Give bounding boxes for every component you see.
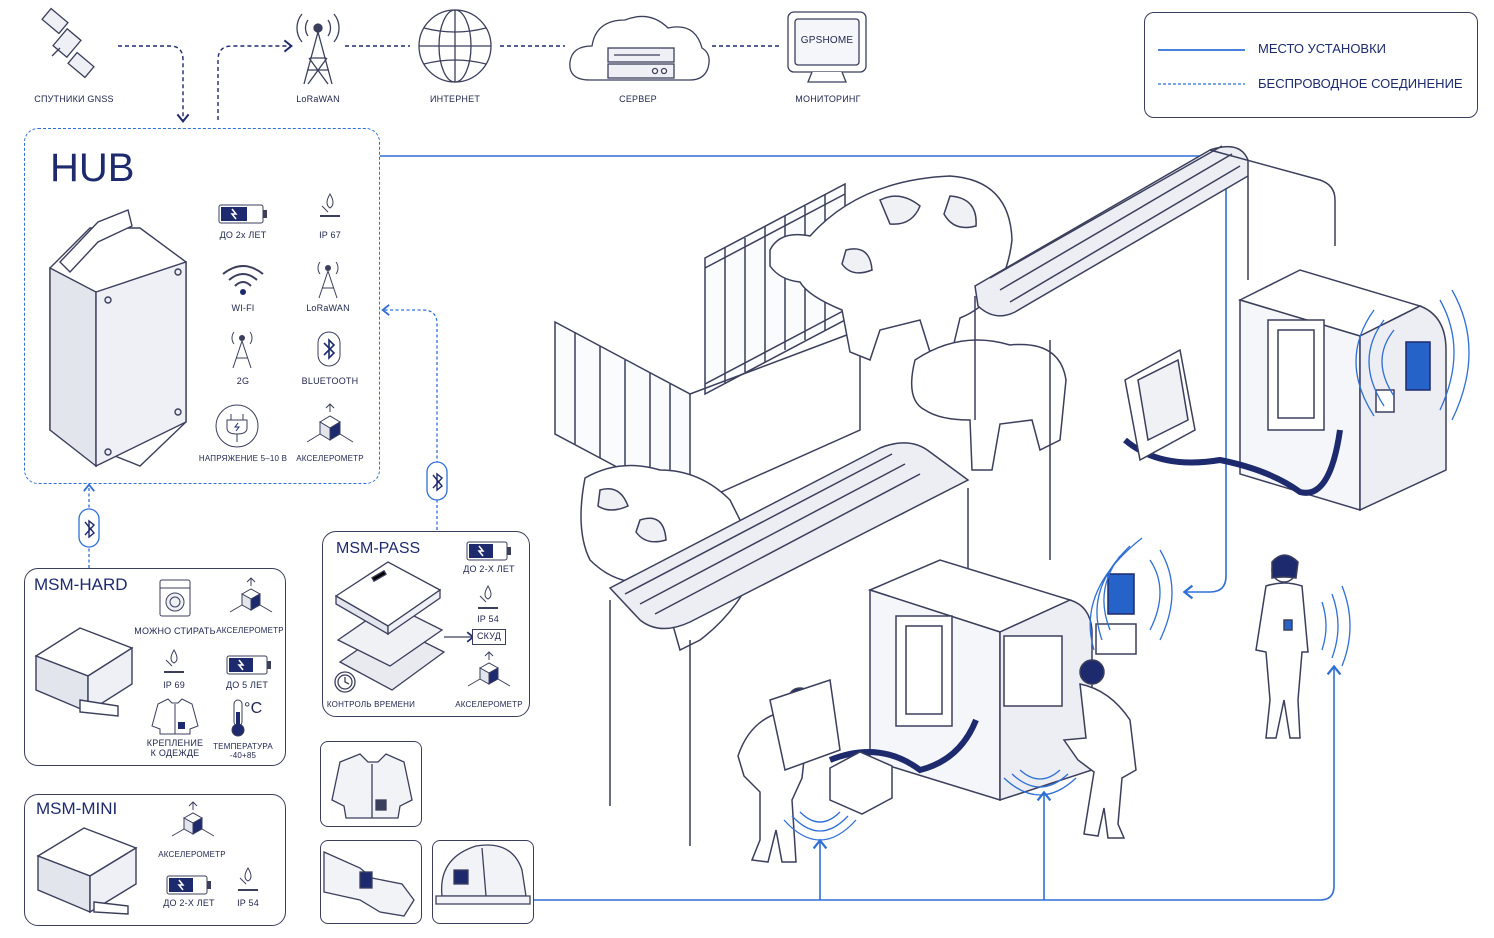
water-drop-icon bbox=[478, 585, 498, 609]
msm-pass-title: MSM-PASS bbox=[336, 540, 421, 557]
msm-mini-device bbox=[36, 827, 138, 915]
water-drop-icon bbox=[320, 193, 340, 217]
monitoring-label: МОНИТОРИНГ bbox=[795, 94, 861, 104]
hub-bluetooth-label: BLUETOOTH bbox=[301, 376, 359, 386]
cube-axes-icon bbox=[229, 577, 273, 613]
msm-hard-mount-label-2: К ОДЕЖДЕ bbox=[150, 748, 200, 758]
legend-install-label: МЕСТО УСТАНОВКИ bbox=[1258, 41, 1387, 56]
msm-pass-cards bbox=[334, 561, 446, 693]
washing-machine-icon bbox=[159, 579, 191, 617]
wristband-box bbox=[320, 840, 422, 924]
antenna-icon bbox=[296, 13, 340, 85]
globe-icon bbox=[418, 9, 492, 83]
jacket-illustration bbox=[331, 753, 413, 819]
msm-pass-ip-label: IP 54 bbox=[477, 614, 499, 624]
battery-icon bbox=[218, 204, 267, 224]
hub-wifi-label: WI-FI bbox=[231, 303, 255, 313]
msm-mini-accel-label: АКСЕЛЕРОМЕТР bbox=[158, 850, 226, 859]
battery-icon bbox=[226, 655, 271, 675]
2g-antenna-icon bbox=[231, 331, 253, 369]
legend-box bbox=[1144, 12, 1478, 118]
thermometer-icon bbox=[231, 699, 245, 737]
battery-icon bbox=[166, 875, 211, 895]
cube-axes-icon bbox=[171, 801, 215, 837]
lorawan-icon bbox=[317, 261, 339, 299]
wristband-illustration bbox=[323, 850, 415, 917]
hub-device bbox=[49, 209, 187, 468]
hub-ip-label: IP 67 bbox=[319, 230, 341, 240]
msm-pass-accel-label: АКСЕЛЕРОМЕТР bbox=[455, 700, 523, 709]
msm-pass-panel bbox=[322, 531, 530, 717]
plug-icon bbox=[215, 404, 259, 448]
cloud-server-icon bbox=[569, 15, 710, 81]
msm-hard-ip-label: IP 69 bbox=[163, 680, 185, 690]
milking-parlor bbox=[554, 145, 1447, 863]
msm-hard-temp-label-2: -40+85 bbox=[229, 751, 257, 760]
skud-badge bbox=[472, 629, 506, 645]
msm-pass-time-label: КОНТРОЛЬ ВРЕМЕНИ bbox=[326, 700, 416, 709]
wifi-icon bbox=[222, 265, 264, 295]
msm-mini-battery-label: ДО 2-Х ЛЕТ bbox=[163, 898, 215, 908]
satellites-label: СПУТНИКИ GNSS bbox=[34, 94, 114, 104]
bluetooth-icon bbox=[317, 331, 341, 367]
internet-label: ИНТЕРНЕТ bbox=[429, 94, 481, 104]
msm-mini-ip-label: IP 54 bbox=[237, 898, 259, 908]
msm-pass-skud-label: СКУД bbox=[476, 631, 502, 641]
msm-hard-temp-label-1: ТЕМПЕРАТУРА bbox=[213, 742, 273, 751]
helmet-illustration bbox=[435, 844, 531, 905]
msm-hard-mount-label-1: КРЕПЛЕНИЕ bbox=[146, 738, 204, 748]
msm-hard-title: MSM-HARD bbox=[34, 575, 128, 594]
hub-title: HUB bbox=[50, 146, 135, 190]
monitor-icon bbox=[787, 11, 867, 83]
satellite-icon bbox=[41, 7, 95, 79]
msm-mini-title: MSM-MINI bbox=[36, 799, 118, 818]
helmet-box bbox=[432, 840, 534, 924]
hub-lorawan-label: LoRaWAN bbox=[306, 303, 350, 313]
monitor-screen-text: GPSHOME bbox=[800, 35, 854, 46]
hub-voltage-label: НАПРЯЖЕНИЕ 5–10 В bbox=[198, 454, 288, 463]
hub-2g-label: 2G bbox=[236, 376, 250, 386]
hub-battery-label: ДО 2х ЛЕТ bbox=[219, 230, 267, 240]
msm-hard-panel bbox=[24, 568, 286, 766]
cube-axes-icon bbox=[467, 651, 511, 687]
battery-icon bbox=[466, 541, 511, 561]
legend-wireless-label: БЕСПРОВОДНОЕ СОЕДИНЕНИЕ bbox=[1258, 76, 1463, 91]
msm-pass-battery-label: ДО 2-Х ЛЕТ bbox=[463, 564, 515, 574]
lorawan-top-label: LoRaWAN bbox=[296, 94, 340, 104]
server-label: СЕРВЕР bbox=[619, 94, 657, 104]
jacket-icon bbox=[151, 698, 199, 735]
msm-hard-battery-label: ДО 5 ЛЕТ bbox=[225, 680, 269, 690]
water-drop-icon bbox=[238, 867, 258, 891]
hub-accel-label: АКСЕЛЕРОМЕТР bbox=[296, 454, 364, 463]
msm-hard-accel-label: АКСЕЛЕРОМЕТР bbox=[216, 626, 284, 635]
msm-hard-device bbox=[34, 627, 134, 717]
top-connection-lines bbox=[118, 39, 780, 123]
wireless-waves bbox=[783, 289, 1470, 841]
msm-hard-wash-label: МОЖНО СТИРАТЬ bbox=[134, 626, 216, 636]
jacket-box bbox=[320, 741, 422, 827]
msm-hard-temp-symbol: °C bbox=[244, 700, 263, 717]
hub-panel bbox=[24, 128, 380, 484]
msm-mini-panel bbox=[24, 794, 286, 926]
cube-axes-icon bbox=[306, 403, 354, 443]
water-drop-icon bbox=[164, 649, 184, 673]
